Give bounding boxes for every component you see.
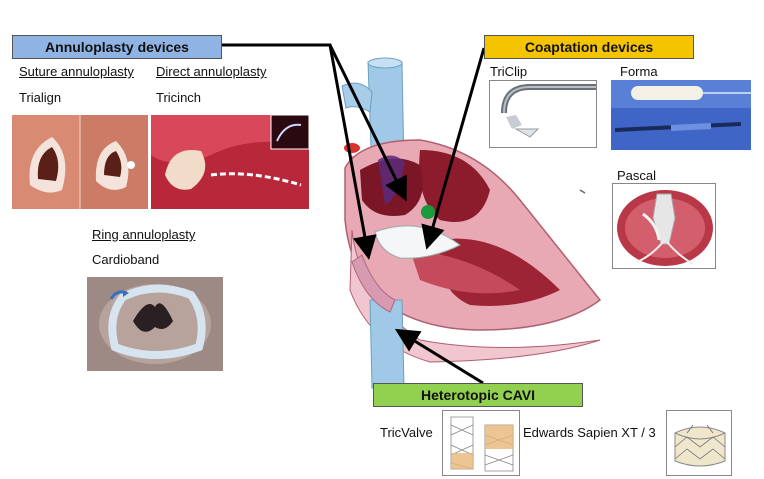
annuloplasty-title: Annuloplasty devices <box>45 39 189 55</box>
tricvalve-image <box>442 410 520 476</box>
arrow-annuloplasty-2 <box>328 44 407 202</box>
svc-opening <box>367 57 403 69</box>
cardioband-label: Cardioband <box>92 252 160 267</box>
left-atrium <box>419 150 490 222</box>
forma-label: Forma <box>620 64 658 79</box>
tricvalve-label: TricValve <box>380 425 433 440</box>
coaptation-title: Coaptation devices <box>524 39 654 55</box>
sapien-label: Edwards Sapien XT / 3 <box>523 425 656 440</box>
annuloplasty-title-box: Annuloplasty devices <box>12 35 222 59</box>
suture-annuloplasty-label: Suture annuloplasty <box>19 64 134 79</box>
pascal-label: Pascal <box>617 168 657 183</box>
direct-annuloplasty-label: Direct annuloplasty <box>156 64 267 79</box>
tricinch-image <box>151 115 309 209</box>
sapien-image <box>666 410 732 476</box>
trialign-image <box>12 115 148 209</box>
arrow-cavi <box>394 328 484 385</box>
papillary-band <box>410 250 520 294</box>
triclip-label: TriClip <box>490 64 528 79</box>
coronary-tube <box>351 254 396 313</box>
green-marker <box>421 205 435 219</box>
ring-annuloplasty-label: Ring annuloplasty <box>92 227 196 242</box>
cardioband-image <box>87 277 223 371</box>
tricinch-label: Tricinch <box>156 90 202 105</box>
stray-mark <box>579 189 586 194</box>
triclip-image <box>489 80 597 148</box>
forma-image <box>611 80 751 150</box>
pascal-image <box>612 183 716 269</box>
coaptation-title-box: Coaptation devices <box>484 35 694 59</box>
cavi-title: Heterotopic CAVI <box>420 387 536 403</box>
trialign-label: Trialign <box>19 90 62 105</box>
cavi-title-box: Heterotopic CAVI <box>373 383 583 407</box>
arrow-coaptation <box>421 47 486 250</box>
